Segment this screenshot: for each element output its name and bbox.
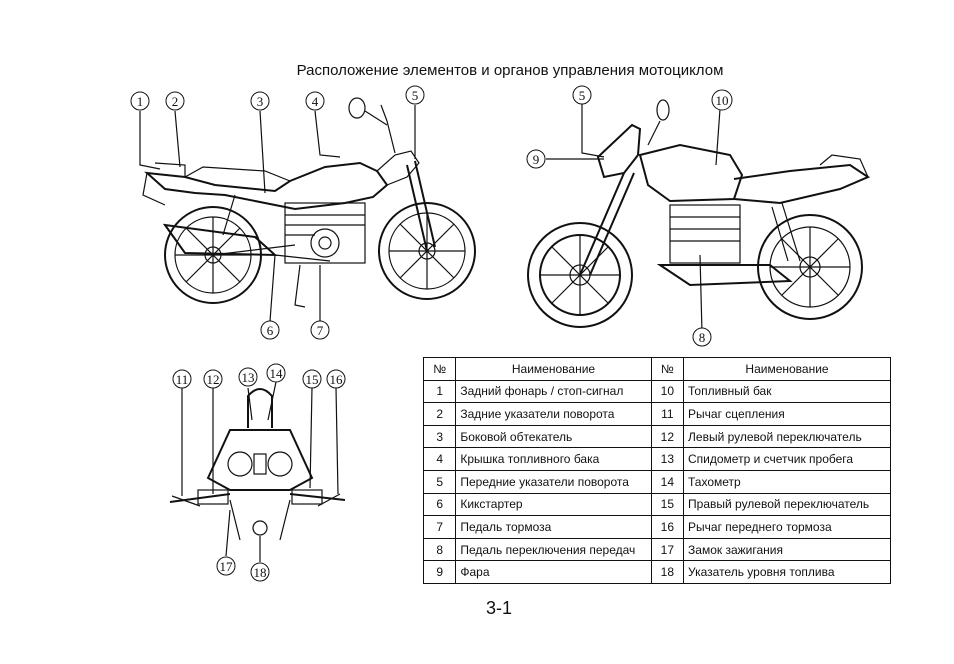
callout-13: 13 bbox=[238, 367, 258, 387]
part-name: Боковой обтекатель bbox=[455, 424, 652, 449]
part-name: Задний фонарь / стоп-сигнал bbox=[455, 379, 652, 404]
callout-10: 10 bbox=[711, 89, 733, 111]
svg-text:4: 4 bbox=[312, 94, 319, 109]
svg-text:5: 5 bbox=[579, 88, 586, 103]
svg-text:3: 3 bbox=[257, 94, 264, 109]
callout-16: 16 bbox=[326, 369, 346, 389]
callout-12: 12 bbox=[203, 369, 223, 389]
svg-text:15: 15 bbox=[306, 372, 319, 387]
part-number: 4 bbox=[422, 447, 457, 471]
callout-17: 17 bbox=[216, 556, 236, 576]
svg-text:13: 13 bbox=[242, 370, 255, 385]
svg-text:12: 12 bbox=[207, 372, 220, 387]
page-title: Расположение элементов и органов управле… bbox=[296, 62, 724, 79]
part-name: Педаль переключения передач bbox=[455, 537, 652, 562]
svg-text:16: 16 bbox=[330, 372, 344, 387]
part-name: Левый рулевой переключатель bbox=[683, 424, 891, 449]
part-name: Замок зажигания bbox=[683, 537, 891, 562]
svg-text:2: 2 bbox=[172, 94, 179, 109]
header-number-2: № bbox=[650, 357, 685, 381]
svg-text:14: 14 bbox=[270, 366, 284, 381]
part-number: 12 bbox=[650, 424, 685, 449]
svg-text:18: 18 bbox=[254, 565, 267, 580]
part-name: Указатель уровня топлива bbox=[683, 560, 891, 584]
part-name: Спидометр и счетчик пробега bbox=[683, 447, 891, 471]
part-number: 5 bbox=[422, 469, 457, 494]
part-name: Тахометр bbox=[683, 469, 891, 494]
part-number: 1 bbox=[422, 379, 457, 404]
svg-text:9: 9 bbox=[533, 152, 540, 167]
part-number: 7 bbox=[422, 515, 457, 539]
part-name: Топливный бак bbox=[683, 379, 891, 404]
callout-14: 14 bbox=[266, 363, 286, 383]
svg-text:6: 6 bbox=[267, 323, 274, 338]
callout-18: 18 bbox=[250, 562, 270, 582]
part-number: 15 bbox=[650, 492, 685, 517]
part-name: Педаль тормоза bbox=[455, 515, 652, 539]
part-name: Передние указатели поворота bbox=[455, 469, 652, 494]
svg-text:7: 7 bbox=[317, 323, 324, 338]
callout-4: 4 bbox=[305, 91, 325, 111]
header-name-1: Наименование bbox=[455, 357, 652, 381]
part-number: 13 bbox=[650, 447, 685, 471]
svg-text:17: 17 bbox=[220, 559, 234, 574]
part-number: 16 bbox=[650, 515, 685, 539]
svg-text:8: 8 bbox=[699, 330, 706, 345]
part-name: Правый рулевой переключатель bbox=[683, 492, 891, 517]
callout-15: 15 bbox=[302, 369, 322, 389]
callout-5: 5 bbox=[405, 85, 425, 105]
part-number: 9 bbox=[422, 560, 457, 584]
svg-text:11: 11 bbox=[176, 372, 189, 387]
part-number: 18 bbox=[650, 560, 685, 584]
part-name: Фара bbox=[455, 560, 652, 584]
motorcycle-right-side-figure: 5 9 10 8 bbox=[526, 85, 871, 347]
part-number: 17 bbox=[650, 537, 685, 562]
callout-6: 6 bbox=[260, 320, 280, 340]
callout-1: 1 bbox=[130, 91, 150, 111]
callout-2: 2 bbox=[165, 91, 185, 111]
svg-text:1: 1 bbox=[137, 94, 144, 109]
callout-3: 3 bbox=[250, 91, 270, 111]
header-number-1: № bbox=[422, 357, 457, 381]
part-number: 6 bbox=[422, 492, 457, 517]
part-name: Задние указатели поворота bbox=[455, 402, 652, 426]
rear-wheel-drawing bbox=[757, 214, 863, 320]
part-name: Крышка топливного бака bbox=[455, 447, 652, 471]
callout-7: 7 bbox=[310, 320, 330, 340]
callout-8: 8 bbox=[692, 327, 712, 347]
part-number: 14 bbox=[650, 469, 685, 494]
part-number: 2 bbox=[422, 402, 457, 426]
part-number: 8 bbox=[422, 537, 457, 562]
motorcycle-left-side-figure: 1 2 3 4 5 6 7 bbox=[130, 85, 476, 340]
callout-5: 5 bbox=[572, 85, 592, 105]
part-number: 10 bbox=[650, 379, 685, 404]
callout-11: 11 bbox=[172, 369, 192, 389]
page-number: 3-1 bbox=[486, 598, 513, 618]
part-name: Рычаг сцепления bbox=[683, 402, 891, 426]
part-name: Кикстартер bbox=[455, 492, 652, 517]
header-name-2: Наименование bbox=[683, 357, 891, 381]
callout-9: 9 bbox=[526, 149, 546, 169]
handlebar-controls-figure: 11 12 13 14 15 16 17 18 bbox=[169, 363, 346, 582]
part-name: Рычаг переднего тормоза bbox=[683, 515, 891, 539]
table-header-row: № Наименование № Наименование bbox=[422, 357, 891, 381]
part-number: 11 bbox=[650, 402, 685, 426]
svg-text:10: 10 bbox=[716, 93, 729, 108]
part-number: 3 bbox=[422, 424, 457, 449]
svg-text:5: 5 bbox=[412, 88, 419, 103]
